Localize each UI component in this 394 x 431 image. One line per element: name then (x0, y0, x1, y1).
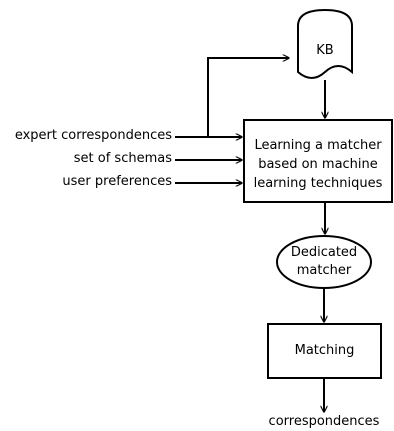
learner-label-line-2: based on machine (258, 157, 378, 172)
learner-label: Learning a matcher based on machine lear… (244, 136, 392, 193)
input-expert-correspondences: expert correspondences (14, 128, 172, 143)
input-set-of-schemas: set of schemas (73, 151, 172, 166)
output-correspondences: correspondences (268, 414, 380, 429)
learner-label-line-3: learning techniques (253, 176, 383, 191)
kb-label: KB (316, 43, 334, 58)
learner-box (243, 119, 393, 203)
kb-database-shape (297, 8, 353, 79)
dedicated-label-line-2: matcher (296, 263, 352, 278)
learner-label-line-1: Learning a matcher (254, 138, 382, 153)
dedicated-label-line-1: Dedicated (290, 245, 358, 260)
matching-box (267, 323, 382, 379)
dedicated-matcher-label: Dedicated matcher (277, 244, 371, 280)
matching-label: Matching (294, 343, 355, 358)
input-user-preferences: user preferences (62, 174, 172, 189)
